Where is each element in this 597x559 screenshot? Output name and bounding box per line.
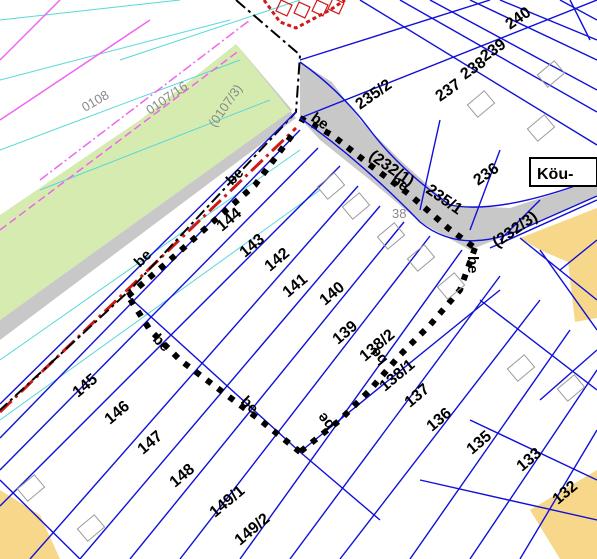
pink-lines — [0, 0, 251, 231]
be-mark: be — [308, 109, 332, 133]
building-outlines — [16, 60, 586, 542]
yellow-area-bottom-right — [530, 470, 597, 559]
yellow-area-right — [520, 208, 597, 322]
road-outline — [299, 61, 597, 208]
label-38: 38 — [392, 206, 406, 221]
be-mark: be — [388, 171, 412, 195]
road-outline-lower — [299, 117, 597, 242]
road-label-box — [529, 157, 597, 187]
cyan-lines — [0, 0, 321, 421]
be-mark: be — [464, 256, 481, 274]
grey-road-strip — [0, 44, 296, 340]
green-area — [0, 44, 292, 320]
road-label: Köu- — [537, 166, 573, 183]
red-hatch — [275, 0, 345, 19]
dotted-boundary — [125, 115, 478, 455]
